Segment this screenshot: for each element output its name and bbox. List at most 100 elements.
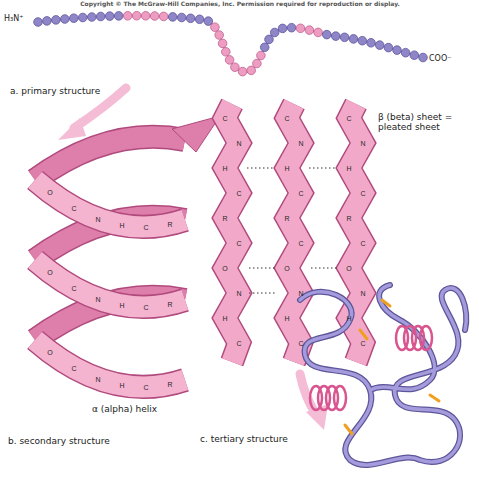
structure-name: α (alpha) helix <box>92 404 157 414</box>
helix-atom: N <box>95 375 100 382</box>
amino-acid-bead <box>358 36 367 45</box>
amino-acid-bead <box>419 53 428 62</box>
sheet-atom: H <box>284 165 289 172</box>
structure-label: b. secondary structure <box>8 436 110 446</box>
helix-atom: O <box>47 269 52 276</box>
amino-acid-bead <box>211 23 220 32</box>
amino-acid-bead <box>375 41 384 50</box>
sheet-atom: C <box>298 190 303 197</box>
amino-acid-bead <box>43 17 52 26</box>
amino-acid-bead <box>204 17 213 26</box>
tertiary-fold <box>300 285 466 465</box>
sheet-atom: C <box>236 240 241 247</box>
sheet-atom: C <box>236 340 241 347</box>
sheet-atom: C <box>360 190 365 197</box>
amino-acid-bead <box>410 51 419 60</box>
amino-acid-bead <box>231 63 240 72</box>
beta-sheet <box>225 104 363 362</box>
amino-acid-bead <box>260 43 269 52</box>
sheet-atom: H <box>284 315 289 322</box>
helix-atom: R <box>167 221 172 228</box>
sheet-atom: C <box>222 115 227 122</box>
helix-atom: C <box>143 303 148 310</box>
amino-acid-bead <box>331 32 340 41</box>
amino-acid-bead <box>238 67 247 76</box>
amino-acid-bead <box>88 13 97 22</box>
helix-atom: H <box>119 222 124 229</box>
amino-acid-bead <box>401 48 410 57</box>
amino-acid-bead <box>314 28 323 37</box>
amino-acid-bead <box>265 35 274 44</box>
sheet-atom: N <box>236 140 241 147</box>
terminus-label: COO⁻ <box>429 54 451 63</box>
amino-acid-bead <box>222 48 231 57</box>
amino-acid-bead <box>323 30 332 39</box>
amino-acid-bead <box>141 12 150 21</box>
sheet-atom: H <box>222 165 227 172</box>
amino-acid-bead <box>215 31 224 40</box>
amino-acid-bead <box>296 24 305 33</box>
amino-acid-bead <box>114 12 123 21</box>
amino-acid-bead <box>367 39 376 48</box>
amino-acid-bead <box>61 15 70 24</box>
amino-acid-bead <box>150 12 159 21</box>
amino-acid-bead <box>159 12 168 21</box>
helix-atom: C <box>71 364 76 371</box>
amino-acid-bead <box>257 51 266 60</box>
amino-acid-bead <box>278 24 287 33</box>
sheet-atom: H <box>222 315 227 322</box>
sheet-atom: N <box>360 290 365 297</box>
helix-atom: N <box>95 215 100 222</box>
structure-label: a. primary structure <box>10 86 100 96</box>
sheet-atom: C <box>284 115 289 122</box>
helix-atom: O <box>47 349 52 356</box>
sheet-atom: N <box>298 290 303 297</box>
structure-name: β (beta) sheet = pleated sheet <box>378 112 470 133</box>
terminus-label: H₃N⁺ <box>4 14 23 23</box>
helix-atom: N <box>95 295 100 302</box>
helix-atom: C <box>143 383 148 390</box>
helix-atom: H <box>119 382 124 389</box>
sheet-atom: R <box>222 215 227 222</box>
amino-acid-bead <box>168 13 177 22</box>
sheet-atom: O <box>346 265 351 272</box>
sheet-atom: N <box>360 140 365 147</box>
sheet-atom: C <box>298 240 303 247</box>
sheet-atom: R <box>284 215 289 222</box>
amino-acid-bead <box>79 13 88 22</box>
sheet-atom: O <box>222 265 227 272</box>
amino-acid-bead <box>132 11 141 20</box>
amino-acid-bead <box>195 15 204 24</box>
hydrogen-bonds <box>247 168 339 293</box>
amino-acid-bead <box>105 12 114 21</box>
alpha-helix <box>35 116 220 387</box>
sheet-atom: N <box>236 290 241 297</box>
amino-acid-bead <box>247 66 256 75</box>
amino-acid-bead <box>96 12 105 21</box>
sheet-atom: C <box>298 340 303 347</box>
amino-acid-bead <box>384 43 393 52</box>
helix-atom: O <box>47 189 52 196</box>
amino-acid-bead <box>225 56 234 65</box>
copyright-notice: Copyright © The McGraw-Hill Companies, I… <box>80 1 400 8</box>
amino-acid-bead <box>253 59 262 68</box>
sheet-atom: O <box>284 265 289 272</box>
sheet-atom: H <box>346 165 351 172</box>
helix-atom: R <box>167 301 172 308</box>
helix-atom: H <box>119 302 124 309</box>
arrow-head <box>306 404 328 430</box>
sheet-atom: C <box>346 115 351 122</box>
polypeptide-chain <box>38 16 425 72</box>
sheet-atom: C <box>360 340 365 347</box>
amino-acid-bead <box>186 14 195 23</box>
sheet-atom: H <box>346 315 351 322</box>
amino-acid-bead <box>177 13 186 22</box>
amino-acid-beads <box>34 11 428 75</box>
sheet-atom: N <box>298 140 303 147</box>
amino-acid-bead <box>123 12 132 21</box>
arrow-head <box>58 118 86 140</box>
amino-acid-bead <box>52 16 61 25</box>
amino-acid-bead <box>34 18 43 27</box>
sheet-atom: C <box>360 240 365 247</box>
amino-acid-bead <box>393 46 402 55</box>
